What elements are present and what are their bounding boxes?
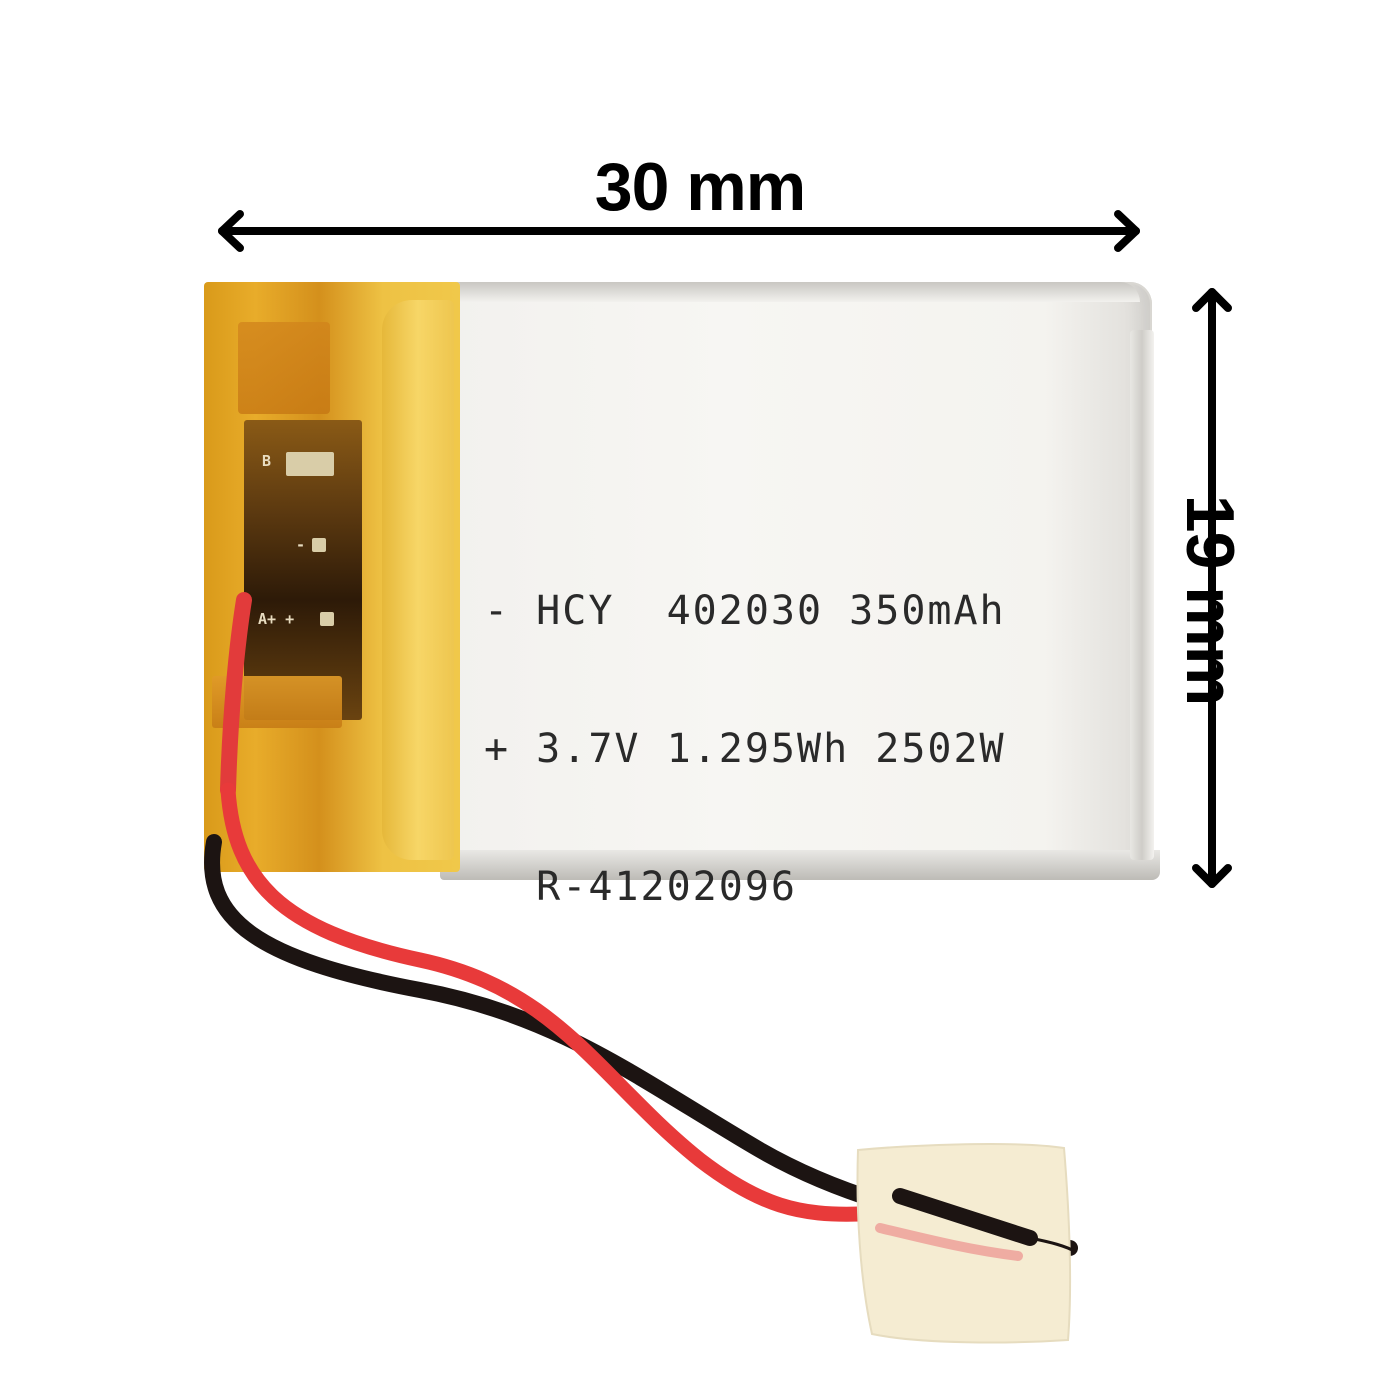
pcb-pad-b: [286, 452, 334, 476]
tape-flap-top: [238, 322, 330, 414]
print-line-1: - HCY 402030 350mAh: [484, 588, 1006, 634]
red-wire: [220, 782, 868, 1222]
pcb-label-negative: -: [296, 536, 306, 554]
pcb-label-positive: A+ +: [258, 610, 295, 628]
connector-red-trace: [875, 1223, 1023, 1261]
pcb-pad-negative: [312, 538, 326, 552]
pcb-label-b: B: [262, 452, 272, 470]
height-arrow: [1192, 288, 1232, 888]
battery-pouch: [440, 282, 1152, 878]
print-line-3: R-41202096: [484, 864, 797, 910]
width-arrow: [218, 210, 1140, 252]
width-dimension-label: 30 mm: [594, 149, 806, 225]
battery-top-seal: [440, 282, 1140, 302]
wire-tip: [1029, 1236, 1077, 1254]
pcb-pad-positive: [320, 612, 334, 626]
kapton-tape-roll: [382, 300, 454, 860]
red-wire-inner: [220, 592, 252, 798]
black-wire-over-tape: [892, 1188, 1038, 1246]
print-line-2: + 3.7V 1.295Wh 2502W: [484, 726, 1006, 772]
battery-bottom-seal: [440, 850, 1160, 880]
battery-label-print: - HCY 402030 350mAh + 3.7V 1.295Wh 2502W…: [484, 496, 1006, 1002]
battery-right-fold: [1130, 330, 1154, 860]
